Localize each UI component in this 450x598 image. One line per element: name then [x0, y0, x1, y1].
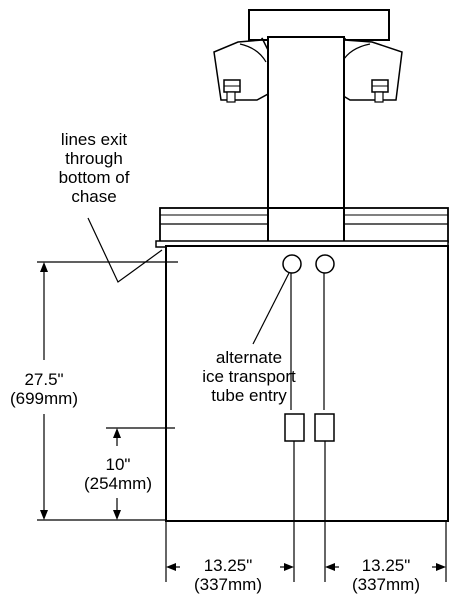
height-total-label: 27.5" (699mm): [9, 370, 78, 408]
width-right-label: 13.25" (337mm): [351, 556, 420, 594]
dimension-height-total: [40, 262, 48, 520]
dimension-height-lower: [113, 428, 121, 520]
width-left-label: 13.25" (337mm): [193, 556, 262, 594]
alternate-entry-leader: [252, 272, 290, 345]
tube-entry-hole-left: [282, 254, 302, 274]
counter-top: [155, 207, 449, 248]
alternate-entry-label: alternate ice transport tube entry: [202, 348, 296, 405]
lines-exit-label: lines exit through bottom of chase: [58, 130, 130, 206]
lines-exit-leader: [87, 217, 163, 283]
chase-cabinet: [165, 245, 449, 522]
dimension-width-left: [166, 563, 294, 571]
tube-entry-hole-right: [315, 254, 335, 274]
dimension-width-right: [325, 563, 446, 571]
height-lower-label: 10" (254mm): [83, 455, 152, 493]
